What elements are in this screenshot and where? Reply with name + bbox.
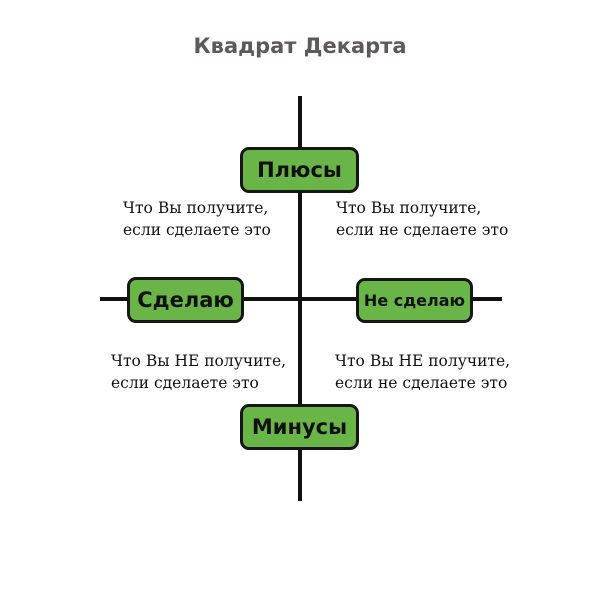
- quadrant-text-line: Что Вы получите,: [336, 199, 482, 217]
- quadrant-text-line: Что Вы получите,: [123, 199, 269, 217]
- quadrant-text-line: если не сделаете это: [335, 374, 508, 392]
- quadrant-text-line: если сделаете это: [123, 221, 271, 239]
- quadrant-bottom-left: Что Вы НЕ получите, если сделаете это: [111, 350, 286, 394]
- quadrant-bottom-right: Что Вы НЕ получите, если не сделаете это: [335, 350, 510, 394]
- quadrant-top-left: Что Вы получите, если сделаете это: [123, 197, 271, 241]
- horizontal-axis: [100, 297, 502, 301]
- quadrant-text-line: Что Вы НЕ получите,: [111, 352, 287, 370]
- quadrant-text-line: если не сделаете это: [336, 221, 509, 239]
- node-will-not-do: Не сделаю: [356, 278, 473, 323]
- quadrant-top-right: Что Вы получите, если не сделаете это: [336, 197, 508, 241]
- quadrant-text-line: Что Вы НЕ получите,: [335, 352, 511, 370]
- node-will-do: Сделаю: [127, 277, 244, 323]
- node-pluses: Плюсы: [240, 147, 359, 193]
- quadrant-text-line: если сделаете это: [111, 374, 259, 392]
- diagram-title: Квадрат Декарта: [193, 34, 407, 58]
- node-minuses: Минусы: [240, 404, 359, 450]
